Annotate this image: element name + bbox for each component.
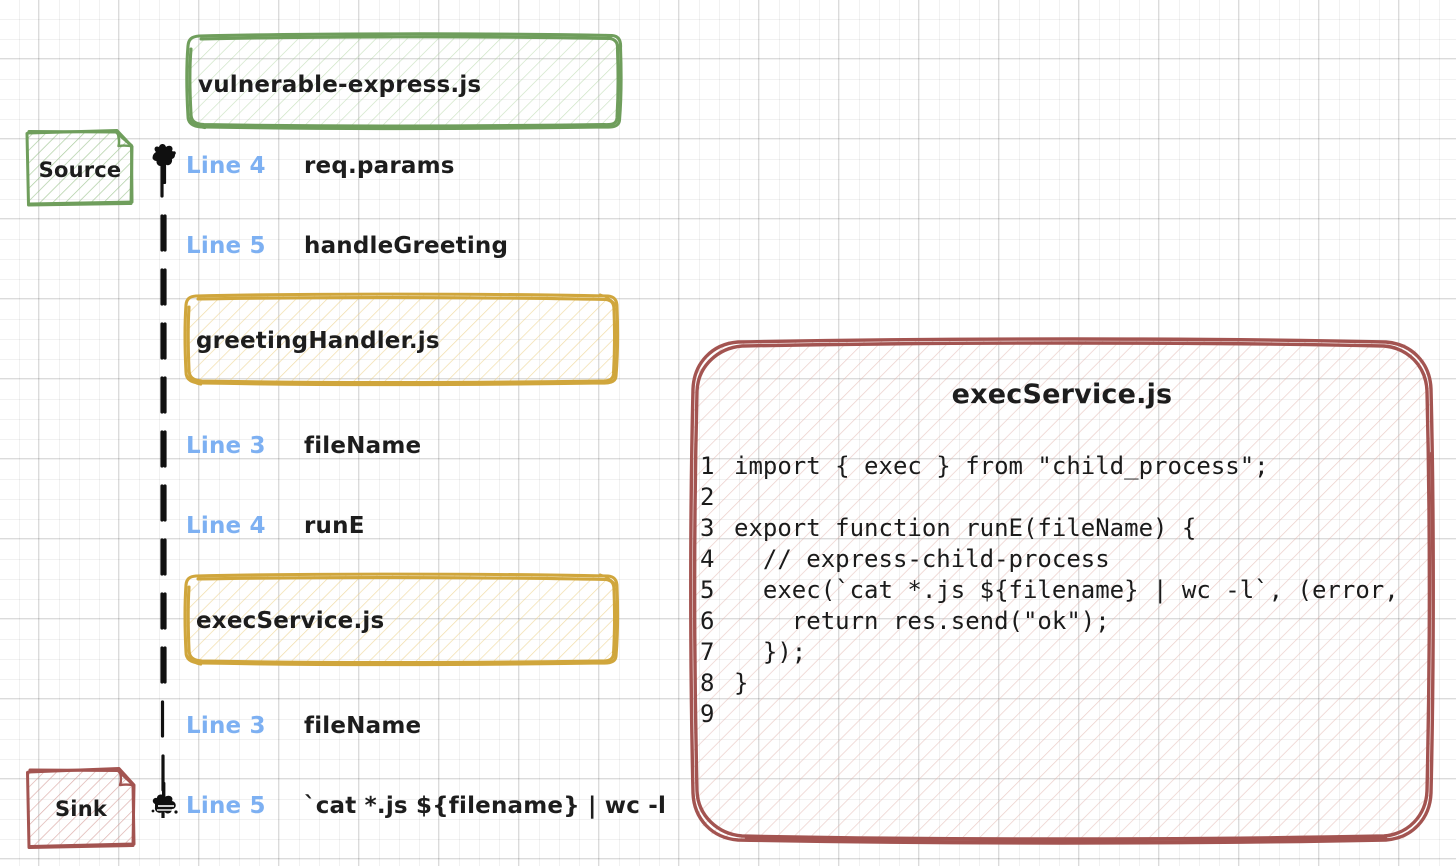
code-line: 5 exec(`cat *.js ${filename} | wc -l`, (… (700, 575, 1438, 606)
trace-step-row[interactable]: Line 3 fileName (186, 713, 421, 739)
code-line: 1 import { exec } from "child_process"; (700, 451, 1438, 482)
trace-step-row[interactable]: Line 4 runE (186, 513, 365, 539)
source-pin-icon (152, 144, 176, 184)
trace-step-row[interactable]: Line 5 `cat *.js ${filename} | wc -l (186, 793, 666, 819)
code-line-text: // express-child-process (734, 545, 1110, 573)
code-line-number: 4 (700, 545, 715, 573)
code-line: 9 (700, 699, 1438, 730)
code-line-text: return res.send("ok"); (734, 607, 1110, 635)
code-line: 2 (700, 482, 1438, 513)
source-note[interactable]: Source (25, 128, 135, 207)
file-chip-exec-service[interactable]: execService.js (180, 570, 624, 668)
code-line-text: } (734, 669, 749, 697)
code-line-number: 5 (700, 576, 715, 604)
code-line: 7 }); (700, 637, 1438, 668)
trace-step-symbol: handleGreeting (304, 232, 509, 259)
file-chip-label: greetingHandler.js (196, 328, 440, 354)
code-line-number: 9 (700, 700, 715, 728)
file-chip-label: vulnerable-express.js (198, 72, 482, 98)
trace-step-symbol: runE (304, 512, 365, 539)
trace-step-symbol: fileName (304, 712, 422, 739)
trace-step-line-number: Line 4 (186, 512, 266, 539)
sink-note[interactable]: Sink (25, 765, 137, 849)
trace-step-row[interactable]: Line 5 handleGreeting (186, 233, 508, 259)
code-line-text: export function runE(fileName) { (734, 514, 1197, 542)
sink-pin-icon (151, 782, 178, 814)
code-line: 8 } (700, 668, 1438, 699)
trace-step-line-number: Line 5 (186, 232, 266, 259)
trace-step-line-number: Line 3 (186, 712, 266, 739)
code-panel-title: execService.js (951, 379, 1173, 410)
code-line: 6 return res.send("ok"); (700, 606, 1438, 637)
trace-step-row[interactable]: Line 3 fileName (186, 433, 421, 459)
code-line-number: 2 (700, 483, 715, 511)
code-line-number: 3 (700, 514, 715, 542)
file-chip-vulnerable-express[interactable]: vulnerable-express.js (182, 30, 626, 132)
code-line-number: 8 (700, 669, 715, 697)
file-chip-label: execService.js (196, 608, 385, 634)
trace-step-line-number: Line 4 (186, 152, 266, 179)
code-listing: 1 import { exec } from "child_process"; … (700, 451, 1438, 751)
file-chip-greeting-handler[interactable]: greetingHandler.js (180, 290, 624, 388)
trace-step-row[interactable]: Line 4 req.params (186, 153, 455, 179)
taint-flow-connector (160, 158, 167, 818)
code-line-text: }); (734, 638, 807, 666)
code-line-number: 7 (700, 638, 715, 666)
sink-note-label: Sink (54, 797, 108, 821)
code-line: 4 // express-child-process (700, 544, 1438, 575)
code-preview-panel[interactable]: execService.js 1 import { exec } from "c… (686, 333, 1438, 849)
code-line-number: 6 (700, 607, 715, 635)
trace-step-symbol: `cat *.js ${filename} | wc -l (304, 792, 667, 819)
trace-step-symbol: fileName (304, 432, 422, 459)
code-line-number: 1 (700, 452, 715, 480)
trace-step-line-number: Line 3 (186, 432, 266, 459)
trace-step-symbol: req.params (304, 152, 455, 179)
code-line: 3 export function runE(fileName) { (700, 513, 1438, 544)
code-line-text: import { exec } from "child_process"; (734, 452, 1269, 480)
code-line-text: exec(`cat *.js ${filename} | wc -l`, (er… (734, 576, 1399, 604)
source-note-label: Source (38, 158, 122, 182)
trace-step-line-number: Line 5 (186, 792, 266, 819)
